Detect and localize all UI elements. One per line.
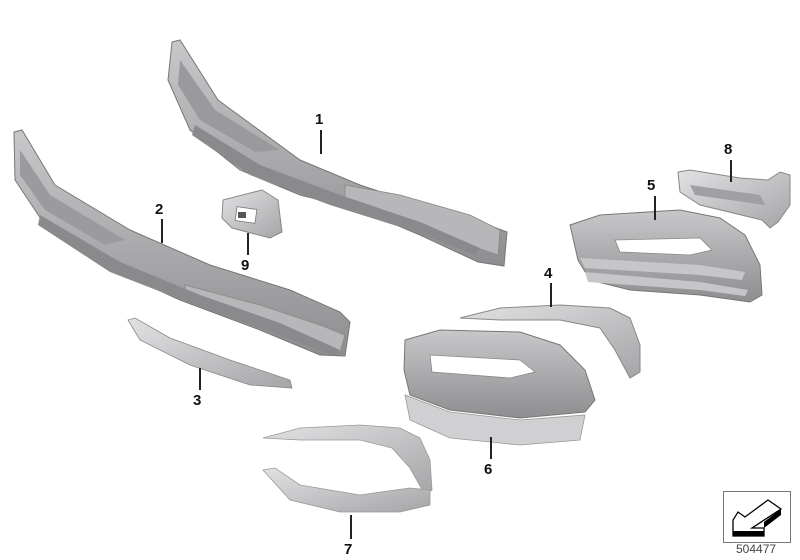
leader-line-2 [161, 219, 163, 243]
part-5-right-grille [569, 209, 763, 303]
part-7-trim-strips [262, 424, 433, 513]
leader-line-8 [730, 160, 732, 182]
part-2-lower-grille [13, 129, 351, 357]
callout-4[interactable]: 4 [544, 265, 553, 282]
leader-line-1 [320, 130, 322, 154]
part-8-trim-piece [677, 169, 791, 229]
part-4-trim-piece [459, 304, 641, 379]
leader-line-3 [199, 368, 201, 390]
callout-9[interactable]: 9 [241, 257, 250, 274]
leader-line-5 [654, 196, 656, 220]
callout-3[interactable]: 3 [193, 392, 202, 409]
callout-2[interactable]: 2 [155, 201, 164, 218]
callout-8[interactable]: 8 [724, 141, 733, 158]
part-9-sensor-bracket [221, 189, 283, 239]
part-3-trim-strip [127, 317, 293, 389]
leader-line-6 [490, 437, 492, 459]
callout-7[interactable]: 7 [344, 541, 353, 558]
leader-line-7 [350, 515, 352, 539]
callout-1[interactable]: 1 [315, 111, 324, 128]
part-1-upper-grille [167, 39, 508, 267]
part-6-lower-right-grille [403, 329, 596, 446]
diagram-id: 504477 [736, 542, 777, 556]
callout-6[interactable]: 6 [484, 461, 493, 478]
callout-5[interactable]: 5 [647, 177, 656, 194]
leader-line-4 [550, 283, 552, 307]
navigation-box[interactable] [723, 491, 791, 543]
leader-line-9 [247, 233, 249, 255]
